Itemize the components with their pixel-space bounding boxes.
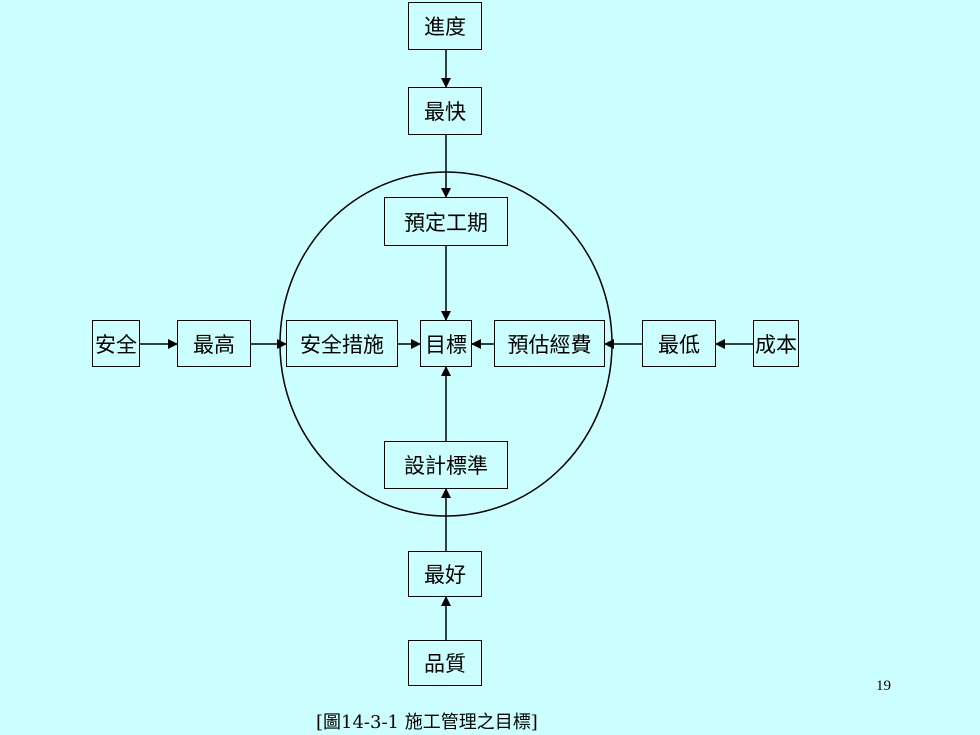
- node-target: 目標: [420, 320, 472, 367]
- node-fastest: 最快: [408, 87, 482, 135]
- node-highest: 最高: [177, 320, 251, 367]
- node-safety-measures: 安全措施: [286, 320, 398, 367]
- node-estimated-cost: 預估經費: [494, 320, 605, 367]
- node-cost: 成本: [753, 320, 799, 367]
- node-planned-schedule: 預定工期: [384, 197, 508, 246]
- node-quality: 品質: [408, 640, 482, 686]
- page-number: 19: [876, 678, 891, 694]
- node-progress: 進度: [408, 2, 482, 50]
- node-safety: 安全: [92, 320, 140, 367]
- node-lowest: 最低: [642, 320, 716, 367]
- figure-caption: [圖14-3-1 施工管理之目標]: [316, 712, 538, 733]
- node-design-standard: 設計標準: [384, 441, 508, 489]
- node-best: 最好: [408, 551, 482, 597]
